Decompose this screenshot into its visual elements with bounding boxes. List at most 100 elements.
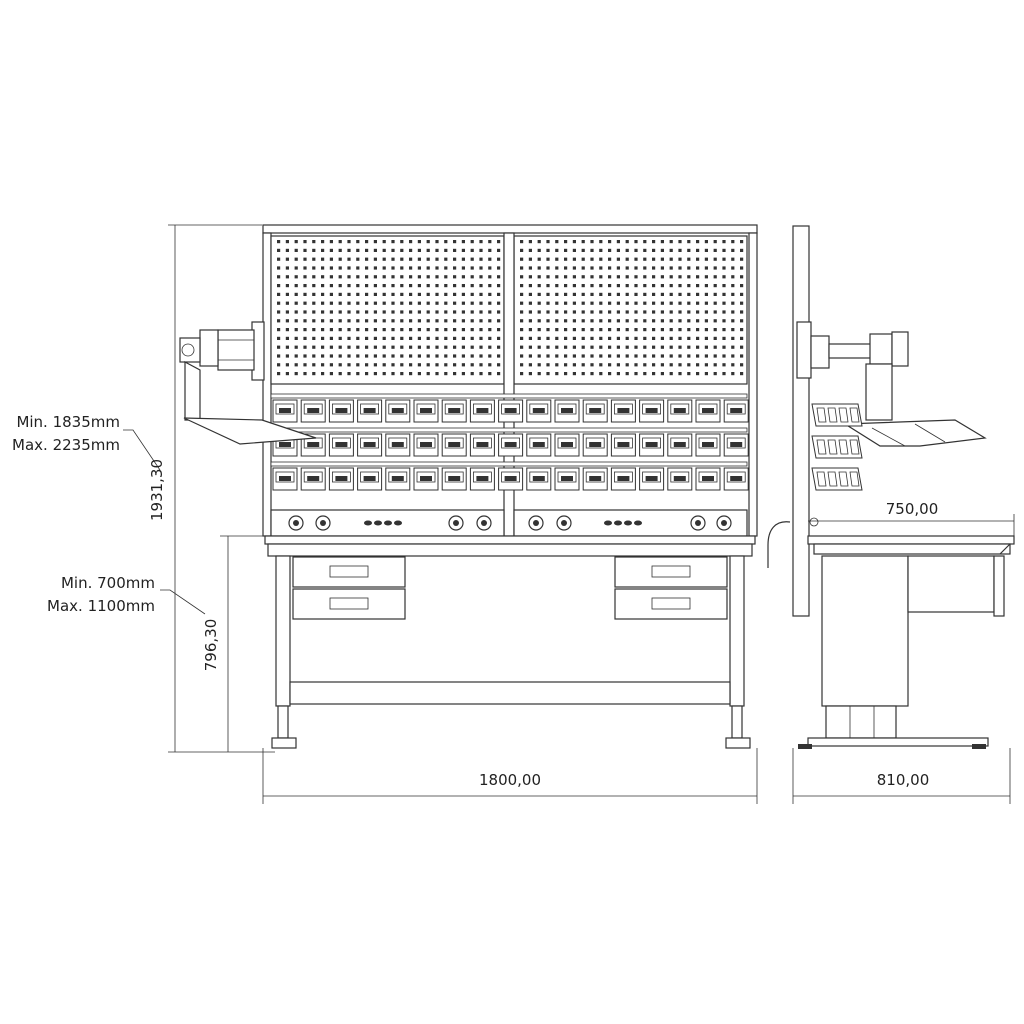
panel-holes-left <box>277 240 501 376</box>
indicator-light <box>604 520 612 526</box>
side-foot-pad <box>798 744 812 749</box>
side-keyboard-tray <box>843 419 987 447</box>
storage-bin <box>328 467 354 491</box>
drawer-handle <box>651 565 691 578</box>
storage-bin <box>441 399 467 423</box>
storage-bin <box>554 433 580 457</box>
storage-bin <box>695 399 721 423</box>
storage-bin <box>300 433 326 457</box>
storage-bin <box>554 399 580 423</box>
side-vesa-plate <box>891 331 909 367</box>
storage-bin <box>469 399 495 423</box>
table-height-min-label: Min. 700mm <box>61 574 155 592</box>
front-height-min-label: Min. 1835mm <box>16 413 120 431</box>
left-foot <box>271 737 297 749</box>
storage-bin <box>413 467 439 491</box>
drawer <box>614 556 728 588</box>
left-leg-lower <box>277 705 289 739</box>
storage-bin <box>300 467 326 491</box>
right-upright <box>748 232 758 537</box>
side-top-frame <box>813 543 1011 555</box>
storage-bin <box>413 433 439 457</box>
overall-height-label: 1931,30 <box>148 459 166 521</box>
side-bin <box>811 435 863 459</box>
front-height-max-label: Max. 2235mm <box>12 436 120 454</box>
storage-bin <box>441 433 467 457</box>
side-arm-joint <box>810 335 830 369</box>
arm-joint-box <box>217 329 255 371</box>
storage-bin <box>667 433 693 457</box>
storage-bin <box>610 433 636 457</box>
storage-bin <box>357 467 383 491</box>
side-foot-rail <box>807 737 989 747</box>
drawer <box>614 588 728 620</box>
indicator-light <box>394 520 402 526</box>
table-height-label: 796,30 <box>202 619 220 672</box>
storage-bin <box>639 399 665 423</box>
storage-bin <box>328 433 354 457</box>
storage-bin <box>667 399 693 423</box>
right-perforated-panel <box>513 235 748 385</box>
storage-bin <box>639 467 665 491</box>
storage-bin <box>695 467 721 491</box>
storage-bin <box>385 467 411 491</box>
storage-bin <box>639 433 665 457</box>
storage-bin <box>441 467 467 491</box>
side-upright <box>792 225 810 617</box>
side-drawer-edge <box>993 555 1005 617</box>
power-cable <box>767 521 791 568</box>
storage-bin <box>723 467 749 491</box>
power-sockets <box>288 515 732 531</box>
arm-bracket <box>199 329 219 367</box>
right-foot <box>725 737 751 749</box>
storage-bin <box>498 399 524 423</box>
storage-bin <box>610 399 636 423</box>
storage-bin <box>526 399 552 423</box>
width-label: 1800,00 <box>479 771 541 789</box>
storage-bin <box>413 399 439 423</box>
side-storage-bins <box>811 403 863 491</box>
storage-bin-rows <box>270 393 749 491</box>
storage-bin <box>526 433 552 457</box>
side-leg-lower <box>825 705 897 739</box>
monitor-arm-front <box>179 321 317 445</box>
indicator-light <box>364 520 372 526</box>
storage-bin <box>469 433 495 457</box>
indicator-light <box>374 520 382 526</box>
storage-bin <box>469 467 495 491</box>
storage-bin <box>526 467 552 491</box>
side-work-top <box>807 535 1015 545</box>
drawer <box>292 556 406 588</box>
left-drawer-unit <box>292 556 406 620</box>
right-leg-upper <box>729 555 745 707</box>
right-leg-lower <box>731 705 743 739</box>
storage-bin <box>385 399 411 423</box>
storage-bin <box>582 433 608 457</box>
panel-holes-right <box>520 240 744 376</box>
work-top <box>264 535 756 545</box>
storage-bin <box>272 467 298 491</box>
storage-bin <box>357 433 383 457</box>
storage-bin <box>667 467 693 491</box>
depth-base-label: 810,00 <box>877 771 930 789</box>
vesa-plate <box>179 337 201 363</box>
storage-bin <box>610 467 636 491</box>
drawer-handle <box>651 597 691 610</box>
storage-bin <box>582 467 608 491</box>
indicator-light <box>634 520 642 526</box>
drawer-handle <box>329 565 369 578</box>
indicator-light <box>384 520 392 526</box>
left-perforated-panel <box>270 235 505 385</box>
storage-bin <box>272 399 298 423</box>
storage-bin <box>695 433 721 457</box>
top-frame <box>267 543 753 557</box>
storage-bin <box>498 433 524 457</box>
storage-bin <box>300 399 326 423</box>
center-divider <box>503 232 515 537</box>
front-view <box>179 224 758 749</box>
left-leg-upper <box>275 555 291 707</box>
indicator-light <box>624 520 632 526</box>
side-beam <box>907 555 995 613</box>
side-bin <box>811 403 863 427</box>
